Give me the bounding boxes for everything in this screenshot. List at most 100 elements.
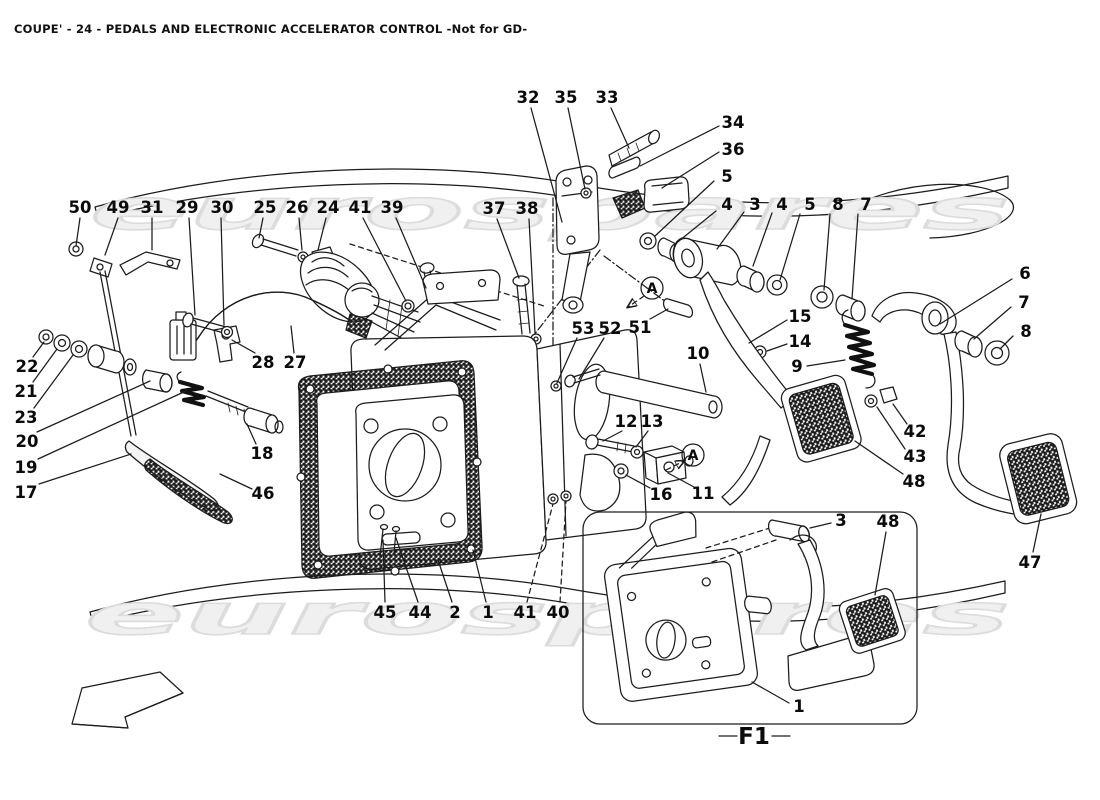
part-label-3: 3 — [835, 511, 846, 530]
part-label-14: 14 — [789, 332, 812, 351]
part-label-15: 15 — [789, 307, 812, 326]
inset-box: F1 — [582, 511, 918, 750]
part-label-31: 31 — [141, 198, 164, 217]
part-label-28: 28 — [252, 353, 275, 372]
leader-line-42 — [892, 403, 908, 425]
part-label-21: 21 — [15, 382, 38, 401]
accelerator-linkage-drawing — [38, 241, 284, 525]
part-label-53: 53 — [572, 319, 595, 338]
leader-line-19 — [37, 390, 187, 460]
leader-line-38 — [528, 218, 536, 334]
leader-line-14 — [766, 343, 788, 352]
big-direction-arrow-icon — [71, 671, 184, 729]
inset-housing-drawing — [603, 511, 772, 702]
leader-line-32 — [530, 107, 563, 223]
view-marker-letter: A — [688, 448, 699, 464]
accelerator-motor-drawing — [169, 233, 438, 363]
view-marker-arrow — [628, 295, 645, 307]
leader-line-36 — [661, 151, 720, 189]
leader-line-18 — [246, 423, 257, 445]
part-label-2: 2 — [449, 603, 460, 622]
leader-line-8 — [823, 213, 831, 291]
leader-line-33 — [610, 107, 630, 149]
part-label-29: 29 — [176, 198, 199, 217]
part-label-35: 35 — [555, 88, 578, 107]
leader-line-16 — [625, 474, 651, 489]
leader-line-30 — [220, 217, 225, 326]
leader-line-20 — [36, 380, 151, 433]
leader-line-10 — [699, 363, 707, 393]
leader-line-29 — [188, 217, 196, 316]
leader-line-26 — [298, 217, 303, 251]
part-label-5: 5 — [804, 195, 815, 214]
leader-line-51 — [649, 308, 669, 320]
part-label-34: 34 — [722, 113, 745, 132]
part-label-27: 27 — [284, 353, 307, 372]
leader-line-24 — [317, 217, 327, 251]
brake-pedal-drawing — [864, 291, 1078, 525]
part-label-13: 13 — [641, 412, 664, 431]
part-label-22: 22 — [16, 357, 39, 376]
part-label-49: 49 — [107, 198, 130, 217]
leader-line-37 — [496, 218, 520, 279]
leader-line-53 — [556, 337, 578, 384]
part-label-42: 42 — [904, 422, 927, 441]
leader-line-12 — [602, 430, 623, 442]
part-label-10: 10 — [687, 344, 710, 363]
leader-line-13 — [635, 430, 649, 448]
part-label-4: 4 — [721, 195, 732, 214]
part-label-8: 8 — [1020, 322, 1031, 341]
part-label-39: 39 — [381, 198, 404, 217]
leader-line-35 — [567, 107, 586, 190]
part-label-30: 30 — [211, 198, 234, 217]
leader-line-23 — [33, 354, 74, 409]
part-label-5: 5 — [721, 167, 732, 186]
leader-line-43 — [876, 406, 906, 450]
part-label-18: 18 — [251, 444, 274, 463]
leader-line-50 — [75, 217, 81, 247]
part-label-36: 36 — [722, 140, 745, 159]
leader-line-2 — [437, 559, 453, 603]
leader-line-7 — [973, 306, 1012, 340]
leader-line-48 — [874, 531, 887, 596]
part-label-24: 24 — [317, 198, 340, 217]
leader-line-49 — [104, 217, 119, 256]
part-label-1: 1 — [793, 697, 804, 716]
leader-line-1 — [751, 681, 790, 704]
part-label-4: 4 — [776, 195, 787, 214]
part-label-7: 7 — [860, 195, 871, 214]
view-marker-circle — [681, 443, 705, 467]
part-label-19: 19 — [15, 458, 38, 477]
leader-line-48 — [854, 440, 904, 475]
part-label-41: 41 — [514, 603, 537, 622]
leader-line-8 — [999, 335, 1014, 350]
part-label-50: 50 — [69, 198, 92, 217]
part-label-16: 16 — [650, 485, 673, 504]
view-marker-arrow — [665, 461, 684, 471]
leader-line-52 — [578, 337, 605, 380]
part-label-20: 20 — [16, 432, 39, 451]
part-label-46: 46 — [252, 484, 275, 503]
top-bracket-drawing — [512, 129, 690, 345]
leader-line-27 — [290, 325, 295, 354]
part-label-41: 41 — [349, 198, 372, 217]
leader-line-9 — [806, 359, 846, 367]
leader-line-41 — [362, 217, 407, 302]
leader-line-40 — [559, 500, 567, 603]
leader-line-45 — [382, 539, 386, 603]
leader-line-7 — [851, 213, 859, 300]
part-label-17: 17 — [15, 483, 38, 502]
part-label-48: 48 — [877, 512, 900, 531]
leader-line-28 — [231, 339, 256, 354]
part-label-26: 26 — [286, 198, 309, 217]
leader-line-6 — [939, 278, 1013, 325]
part-label-11: 11 — [692, 484, 715, 503]
leader-line-3 — [716, 211, 745, 250]
part-label-6: 6 — [1019, 264, 1030, 283]
page-title: COUPE' - 24 - PEDALS AND ELECTRONIC ACCE… — [14, 22, 528, 36]
part-label-9: 9 — [791, 357, 802, 376]
leader-line-34 — [639, 125, 720, 167]
